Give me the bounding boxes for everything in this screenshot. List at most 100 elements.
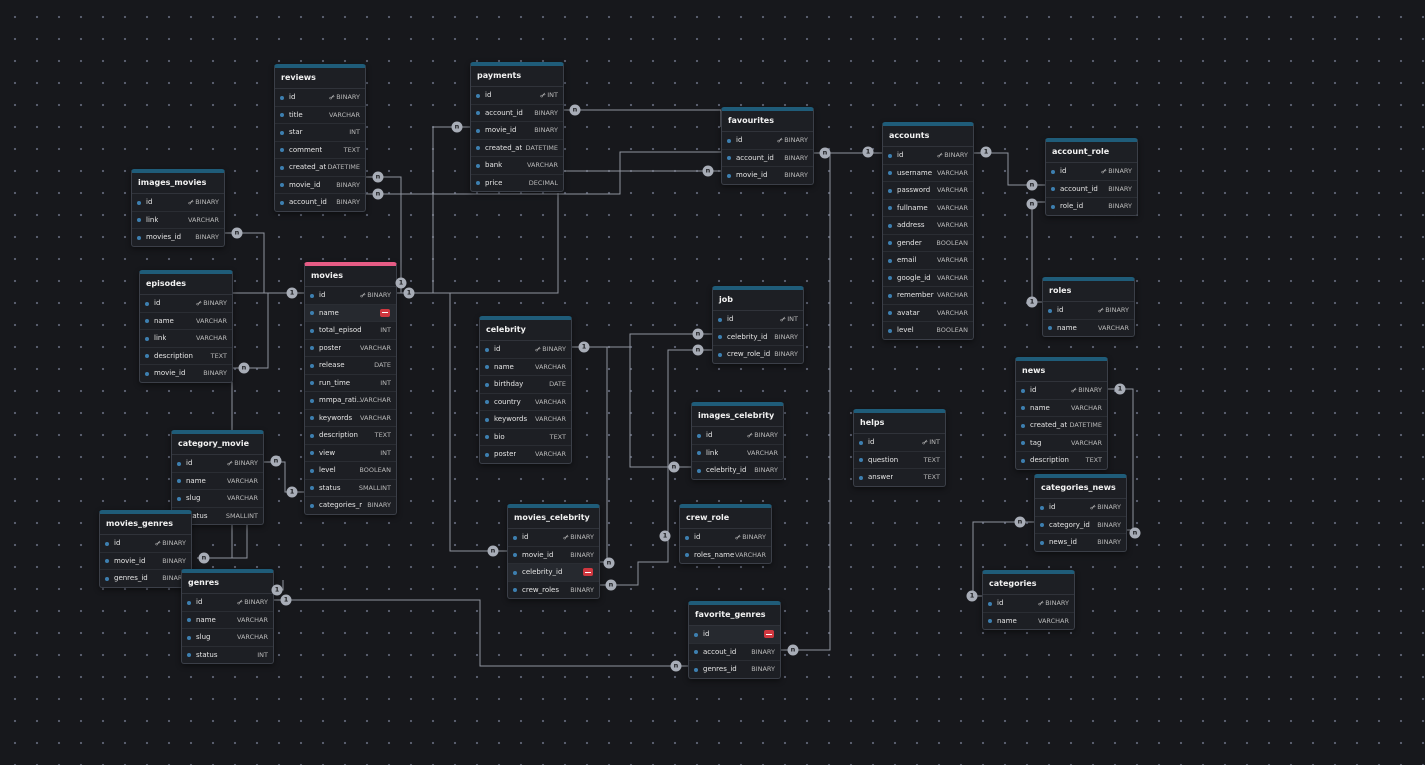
field-row-id[interactable]: id⚷BINARY <box>480 341 571 359</box>
cardinality-many-badge[interactable]: n <box>702 165 714 177</box>
field-row-id[interactable]: id⚷BINARY <box>1035 499 1126 517</box>
cardinality-many-badge[interactable]: n <box>198 552 210 564</box>
cardinality-one-badge[interactable]: 1 <box>403 287 415 299</box>
relationship-line[interactable] <box>779 153 831 651</box>
field-row-id[interactable]: id⚷BINARY <box>100 535 191 553</box>
field-row-id[interactable]: id⚷BINARY <box>305 287 396 305</box>
remove-field-button[interactable] <box>583 568 593 576</box>
field-row-id[interactable]: id⚷BINARY <box>182 594 273 612</box>
cardinality-many-badge[interactable]: n <box>270 455 282 467</box>
cardinality-many-badge[interactable]: n <box>668 461 680 473</box>
cardinality-many-badge[interactable]: n <box>238 362 250 374</box>
cardinality-one-badge[interactable]: 1 <box>286 287 298 299</box>
field-row-id[interactable]: id <box>689 626 780 644</box>
cardinality-many-badge[interactable]: n <box>1014 516 1026 528</box>
cardinality-one-badge[interactable]: 1 <box>966 590 978 602</box>
field-row-id[interactable]: id⚷BINARY <box>132 194 224 212</box>
relationship-line[interactable] <box>570 333 712 348</box>
field-row-id[interactable]: id⚷INT <box>471 87 563 105</box>
field-row-id[interactable]: id⚷BINARY <box>692 427 783 445</box>
cardinality-many-badge[interactable]: n <box>787 644 799 656</box>
field-row-id[interactable]: id⚷BINARY <box>1043 302 1134 320</box>
field-row-id[interactable]: id⚷INT <box>713 311 803 329</box>
relationship-line[interactable] <box>395 193 559 294</box>
cardinality-many-badge[interactable]: n <box>605 579 617 591</box>
field-row-name[interactable]: name <box>305 304 396 322</box>
remove-field-button[interactable] <box>380 308 390 317</box>
cardinality-one-badge[interactable]: 1 <box>659 530 671 542</box>
cardinality-one-badge[interactable]: 1 <box>1114 383 1126 395</box>
relationship-line[interactable] <box>231 292 304 369</box>
field-row-id[interactable]: id⚷BINARY <box>140 295 232 313</box>
relationship-line[interactable] <box>395 126 470 294</box>
cardinality-many-badge[interactable]: n <box>670 660 682 672</box>
cardinality-many-badge[interactable]: n <box>372 171 384 183</box>
remove-field-button[interactable] <box>764 630 774 638</box>
field-row-id[interactable]: id⚷BINARY <box>722 132 813 150</box>
cardinality-many-badge[interactable]: n <box>231 227 243 239</box>
cardinality-one-badge[interactable]: 1 <box>286 486 298 498</box>
field-row-id[interactable]: id⚷BINARY <box>508 529 599 547</box>
cardinality-one-badge[interactable]: 1 <box>395 277 407 289</box>
cardinality-many-badge[interactable]: n <box>692 328 704 340</box>
cardinality-many-badge[interactable]: n <box>451 121 463 133</box>
field-row-id[interactable]: id⚷BINARY <box>883 147 973 165</box>
field-row-celebrity-id[interactable]: celebrity_id <box>508 564 599 582</box>
cardinality-many-badge[interactable]: n <box>1129 527 1141 539</box>
